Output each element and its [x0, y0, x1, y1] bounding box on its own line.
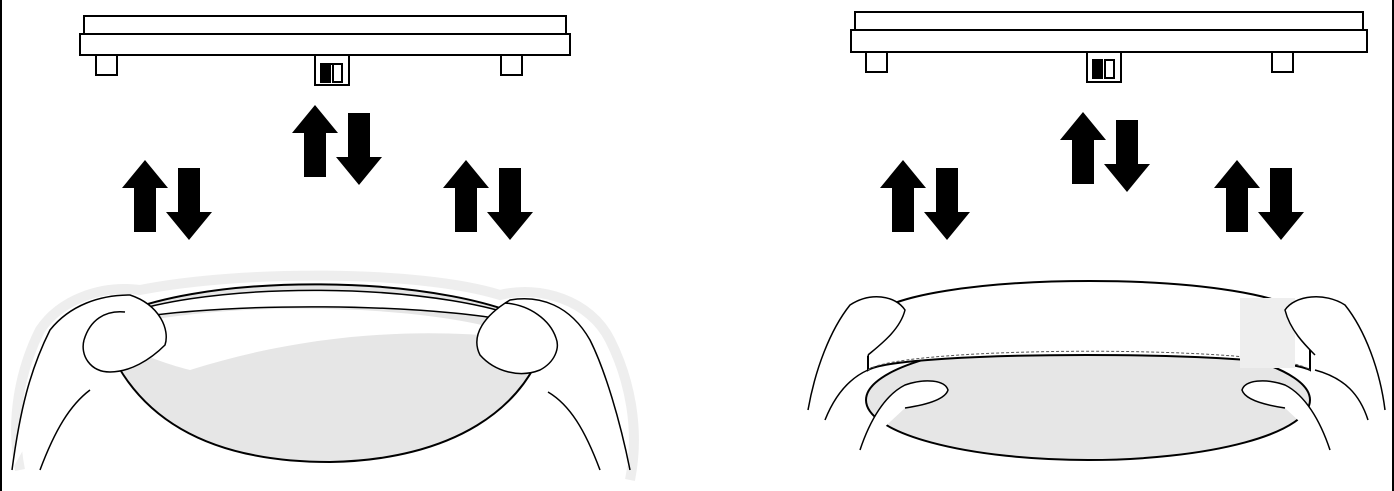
left-panel — [11, 15, 639, 481]
left-mounting-base-icon — [79, 15, 571, 86]
right-panel — [807, 11, 1386, 461]
right-up-down-arrows-icon-3 — [1214, 160, 1304, 240]
right-hands-holding-cover-icon — [807, 280, 1386, 461]
left-up-down-arrows-icon-3 — [443, 160, 533, 240]
right-up-down-arrows-icon-2 — [1060, 112, 1150, 192]
left-hands-holding-cover-icon — [11, 270, 639, 481]
right-mounting-base-icon — [850, 11, 1368, 83]
right-up-down-arrows-icon-1 — [880, 160, 970, 240]
right-border — [1392, 0, 1394, 491]
left-border — [0, 0, 2, 491]
left-up-down-arrows-icon-2 — [292, 105, 382, 185]
left-up-down-arrows-icon-1 — [122, 160, 212, 240]
